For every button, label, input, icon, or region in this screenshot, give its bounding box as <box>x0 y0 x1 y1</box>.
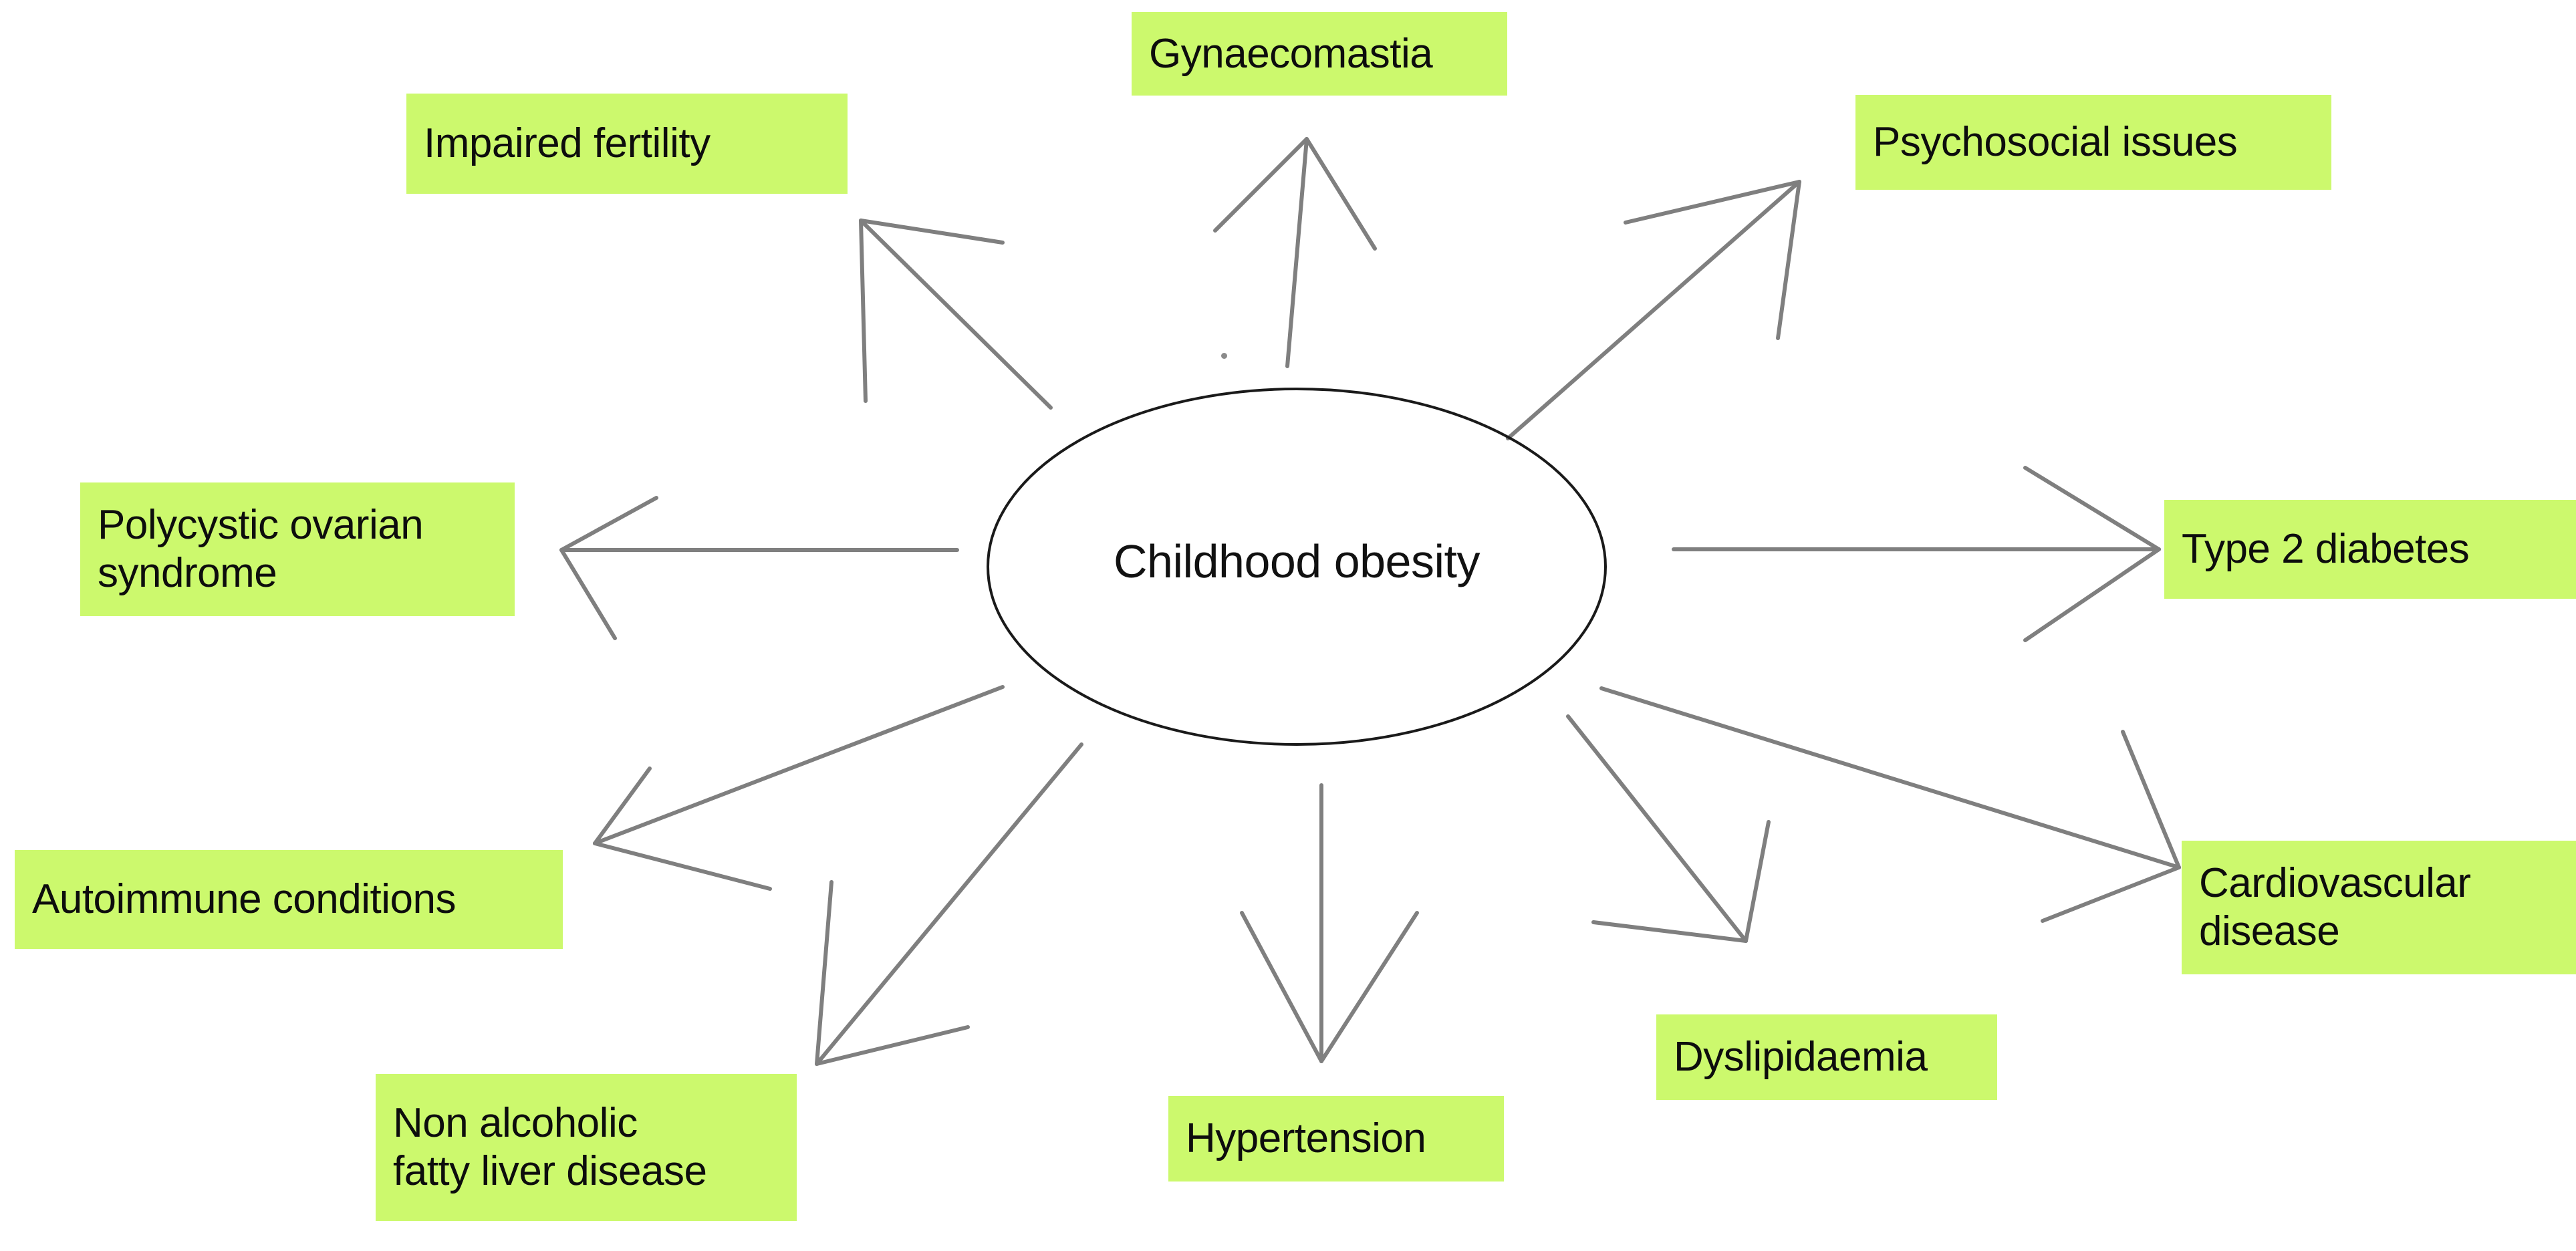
node-label-polycystic-ovarian-syndrome: Polycystic ovarian syndrome <box>98 502 424 596</box>
edge-impaired-fertility-shaft <box>859 219 1053 410</box>
node-cardiovascular-disease[interactable]: Cardiovascular disease <box>2182 841 2576 974</box>
edge-gynaecomastia-shaft <box>1285 137 1309 368</box>
edge-polycystic-ovarian-syndrome-arrowhead-barb-2 <box>559 548 617 640</box>
edge-cardiovascular-disease-arrowhead-barb-1 <box>2121 730 2181 869</box>
node-gynaecomastia[interactable]: Gynaecomastia <box>1132 12 1507 96</box>
edge-non-alcoholic-fatty-liver-disease-arrowhead-barb-1 <box>815 880 833 1066</box>
edge-impaired-fertility-arrowhead-barb-2 <box>859 219 1005 245</box>
edge-type-2-diabetes-arrowhead-barb-1 <box>2023 466 2161 551</box>
edge-cardiovascular-disease-arrowhead-barb-2 <box>2041 865 2181 923</box>
edge-gynaecomastia-arrowhead-barb-1 <box>1213 137 1309 233</box>
node-hypertension[interactable]: Hypertension <box>1168 1096 1504 1182</box>
edge-dyslipidaemia-arrowhead-barb-1 <box>1591 920 1748 943</box>
node-psychosocial-issues[interactable]: Psychosocial issues <box>1855 95 2331 190</box>
edge-impaired-fertility-arrowhead-barb-1 <box>859 219 868 403</box>
edge-non-alcoholic-fatty-liver-disease-arrowhead-barb-2 <box>815 1025 970 1066</box>
edge-cardiovascular-disease-shaft <box>1599 686 2181 869</box>
node-non-alcoholic-fatty-liver-disease[interactable]: Non alcoholic fatty liver disease <box>376 1074 797 1221</box>
node-type-2-diabetes[interactable]: Type 2 diabetes <box>2164 500 2576 599</box>
node-polycystic-ovarian-syndrome[interactable]: Polycystic ovarian syndrome <box>80 482 515 616</box>
node-label-dyslipidaemia: Dyslipidaemia <box>1674 1034 1928 1081</box>
node-autoimmune-conditions[interactable]: Autoimmune conditions <box>15 850 563 949</box>
edge-hypertension-arrowhead-barb-2 <box>1319 911 1419 1063</box>
node-label-gynaecomastia: Gynaecomastia <box>1149 30 1433 77</box>
edge-autoimmune-conditions-arrowhead-barb-2 <box>593 841 772 891</box>
edge-hypertension-arrowhead-barb-1 <box>1240 911 1323 1063</box>
stray-dot <box>1221 353 1227 359</box>
node-label-non-alcoholic-fatty-liver-disease: Non alcoholic fatty liver disease <box>393 1100 707 1194</box>
edge-psychosocial-issues-arrowhead-barb-1 <box>1624 180 1801 225</box>
edge-psychosocial-issues-arrowhead-barb-2 <box>1776 180 1801 340</box>
node-label-autoimmune-conditions: Autoimmune conditions <box>32 876 456 923</box>
center-node-label: Childhood obesity <box>1114 535 1480 587</box>
edge-type-2-diabetes-arrowhead-barb-2 <box>2023 547 2161 642</box>
edge-psychosocial-issues-shaft <box>1506 180 1801 440</box>
node-label-impaired-fertility: Impaired fertility <box>424 120 711 167</box>
edge-gynaecomastia-arrowhead-barb-2 <box>1305 137 1377 251</box>
node-dyslipidaemia[interactable]: Dyslipidaemia <box>1656 1014 1997 1100</box>
node-label-hypertension: Hypertension <box>1186 1115 1426 1162</box>
edge-dyslipidaemia-shaft <box>1566 714 1748 943</box>
node-impaired-fertility[interactable]: Impaired fertility <box>406 94 848 194</box>
edge-non-alcoholic-fatty-liver-disease-shaft <box>815 742 1083 1066</box>
edge-dyslipidaemia-arrowhead-barb-2 <box>1744 820 1771 943</box>
edge-polycystic-ovarian-syndrome-arrowhead-barb-1 <box>559 496 658 552</box>
node-label-psychosocial-issues: Psychosocial issues <box>1873 119 2238 166</box>
node-label-cardiovascular-disease: Cardiovascular disease <box>2199 860 2471 954</box>
center-ellipse <box>987 388 1607 746</box>
node-label-type-2-diabetes: Type 2 diabetes <box>2182 526 2470 573</box>
edge-autoimmune-conditions-arrowhead-barb-1 <box>593 767 652 845</box>
edge-autoimmune-conditions-shaft <box>593 685 1005 845</box>
